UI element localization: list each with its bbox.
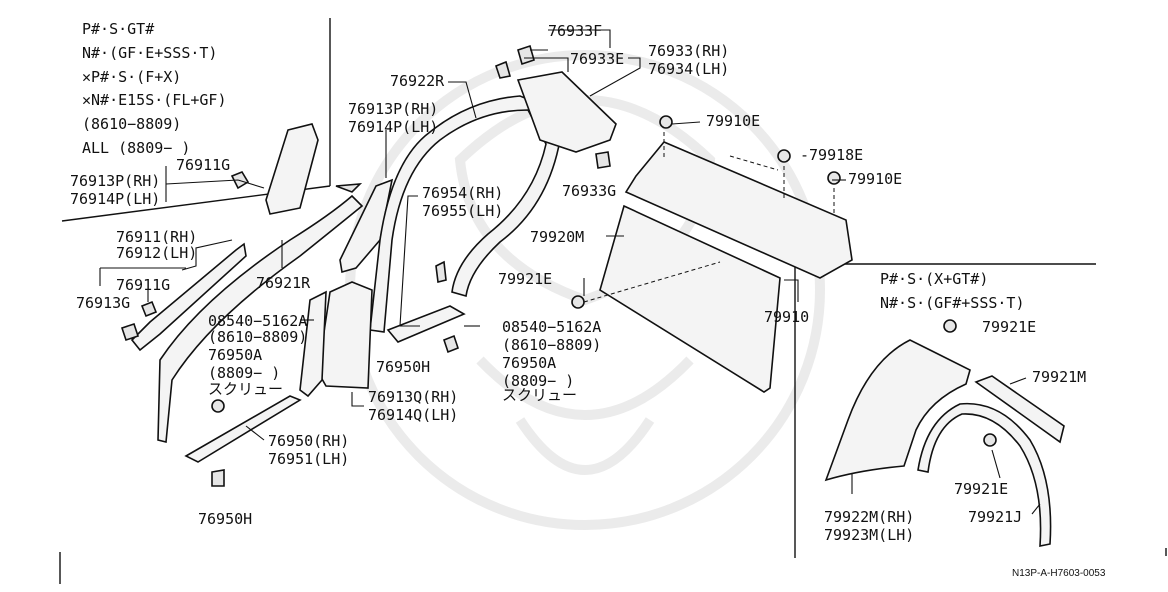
leader-79921e-panel [583, 261, 721, 303]
label-76911g-a: 76911G [176, 156, 230, 174]
label-76913p-rh-a: 76913P(RH) [348, 100, 438, 118]
clip-79921e-panel [571, 295, 585, 309]
diagram-code: N13P-A-H7603-0053 [1012, 568, 1106, 579]
part-76950 [184, 395, 302, 463]
label-76922r: 76922R [390, 72, 445, 90]
label-76933-rh: 76933(RH) [648, 42, 729, 60]
label-8809-a: (8809− ) [208, 364, 280, 382]
label-79910e-b: 79910E [848, 170, 902, 188]
label-76914p-lh-b: 76914P(LH) [70, 190, 160, 208]
label-screw-a: スクリュー [208, 380, 283, 398]
part-76911 [130, 242, 247, 352]
label-79910e-a: 79910E [706, 112, 760, 130]
clip-76933g [595, 151, 611, 169]
clip-76950h-lower [211, 469, 225, 487]
label-76933g: 76933G [562, 182, 616, 200]
label-76934-lh: 76934(LH) [648, 60, 729, 78]
clip-79921e-right-a [943, 319, 957, 333]
label-08540-b: 08540−5162A [502, 318, 601, 336]
label-79921e-a: 79921E [498, 270, 552, 288]
label-76950a-a: 76950A [208, 346, 262, 364]
note-line-3: ✕P#·S·(F+X) [82, 68, 181, 86]
label-76954-rh: 76954(RH) [422, 184, 503, 202]
note-right-line-1: P#·S·(X+GT#) [880, 270, 988, 288]
arrow-pointer [335, 183, 363, 193]
label-79921e-c: 79921E [954, 480, 1008, 498]
label-screw-b: スクリュー [502, 386, 577, 404]
clip-76950h-center [443, 334, 459, 354]
label-8809-b: (8809− ) [502, 372, 574, 390]
note-line-6: ALL (8809− ) [82, 139, 190, 157]
label-08540-a: 08540−5162A [208, 312, 307, 330]
label-76911-rh: 76911(RH) [116, 228, 197, 246]
part-79921m [974, 375, 1065, 444]
label-76950h-b: 76950H [198, 510, 252, 528]
note-line-5: (8610−8809) [82, 115, 181, 133]
label-76913g: 76913G [76, 294, 130, 312]
part-76921r [157, 194, 364, 444]
label-76950h-a: 76950H [376, 358, 430, 376]
part-76933 [516, 71, 617, 153]
label-76913q-rh: 76913Q(RH) [368, 388, 458, 406]
label-79920m: 79920M [530, 228, 584, 246]
label-76914p-lh-a: 76914P(LH) [348, 118, 438, 136]
label-76911g-b: 76911G [116, 276, 170, 294]
part-76913q-side [299, 290, 327, 398]
clip-76911g-lower [140, 300, 158, 318]
clip-79921e-right-b [983, 433, 997, 447]
clip-76933e [495, 60, 512, 79]
label-79921j: 79921J [968, 508, 1022, 526]
screw-76950a-left [211, 399, 225, 413]
label-79923m-lh: 79923M(LH) [824, 526, 914, 544]
clip-79910e-a [659, 115, 673, 129]
label-8610-b: (8610−8809) [502, 336, 601, 354]
label-79910: 79910 [764, 308, 809, 326]
note-line-1: P#·S·GT# [82, 20, 154, 38]
label-76955-lh: 76955(LH) [422, 202, 503, 220]
part-79922m [824, 339, 971, 482]
label-76933e: 76933E [570, 50, 624, 68]
label-76950-rh: 76950(RH) [268, 432, 349, 450]
label-79922m-rh: 79922M(RH) [824, 508, 914, 526]
label-76921r: 76921R [256, 274, 311, 292]
notes-top-left: P#·S·GT# N#·(GF·E+SSS·T) ✕P#·S·(F+X) ✕N#… [82, 20, 227, 157]
clip-76913g [120, 322, 140, 342]
label-76912-lh: 76912(LH) [116, 244, 197, 262]
clip-79910e-b [827, 171, 841, 185]
part-76922r [369, 95, 561, 333]
label-76913p-rh-b: 76913P(RH) [70, 172, 160, 190]
screw-76950a-center [435, 260, 447, 283]
notes-right: P#·S·(X+GT#) N#·S·(GF#+SSS·T) [880, 270, 1025, 312]
part-pillar-trim-upper [265, 123, 319, 215]
label-76950a-b: 76950A [502, 354, 556, 372]
note-line-2: N#·(GF·E+SSS·T) [82, 44, 217, 62]
label-76933f: 76933F [548, 22, 602, 40]
label-76951-lh: 76951(LH) [268, 450, 349, 468]
label-79921e-b: 79921E [982, 318, 1036, 336]
part-76954 [386, 305, 466, 343]
leader-tray-clips [663, 132, 835, 216]
note-line-4: ✕N#·E15S·(FL+GF) [82, 91, 227, 109]
label-8610-a: (8610−8809) [208, 328, 307, 346]
part-79921j [917, 402, 1052, 547]
leader-lines [99, 29, 1041, 515]
clip-79918e [777, 149, 791, 163]
part-79920m-back-panel [599, 204, 781, 393]
label-79918e: -79918E [800, 146, 863, 164]
label-79921m: 79921M [1032, 368, 1086, 386]
clip-76933f [517, 44, 535, 66]
label-76914q-lh: 76914Q(LH) [368, 406, 458, 424]
part-labels: 76933F 76933E 76933(RH) 76934(LH) 76922R… [70, 22, 1086, 544]
note-right-line-2: N#·S·(GF#+SSS·T) [880, 294, 1025, 312]
clip-76911g-upper [230, 171, 250, 190]
